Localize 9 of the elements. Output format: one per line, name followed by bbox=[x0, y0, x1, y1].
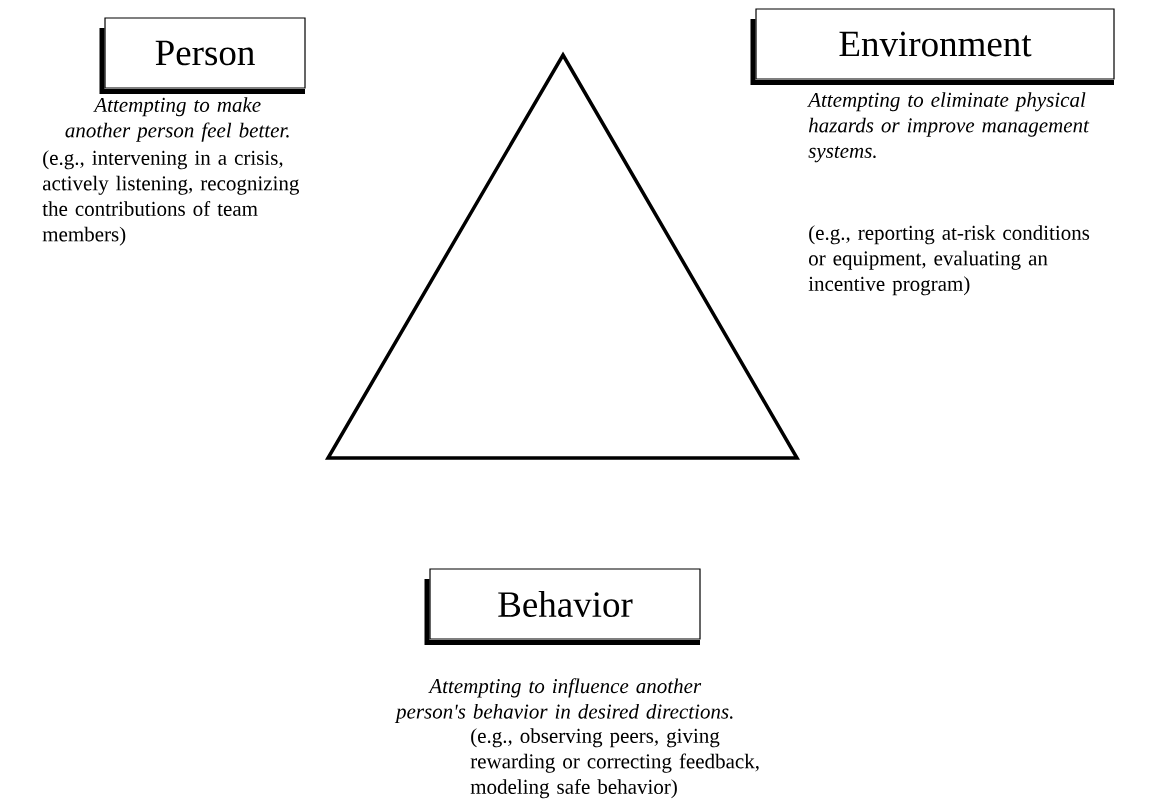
label-box: Behavior bbox=[424, 568, 701, 645]
description-text: Attempting to make another person feel better. bbox=[65, 97, 289, 142]
examples-text: (e.g., reporting at-risk conditions or equipment, evaluating an incentive program) bbox=[808, 225, 1090, 296]
description-text: Attempting to influence another person's behavior in desired directions. bbox=[394, 678, 733, 723]
description-text: Attempting to eliminate physical hazards or improve management systems. bbox=[807, 92, 1090, 163]
label-box: Environment bbox=[750, 8, 1115, 85]
examples-text: (e.g., observing peers, giving rewarding or correcting feedback, modeling safe behavior) bbox=[470, 728, 759, 799]
label-box: Person bbox=[99, 17, 306, 94]
examples-text: (e.g., intervening in a crisis, actively listening, recognizing the contributions of team members) bbox=[42, 150, 299, 246]
